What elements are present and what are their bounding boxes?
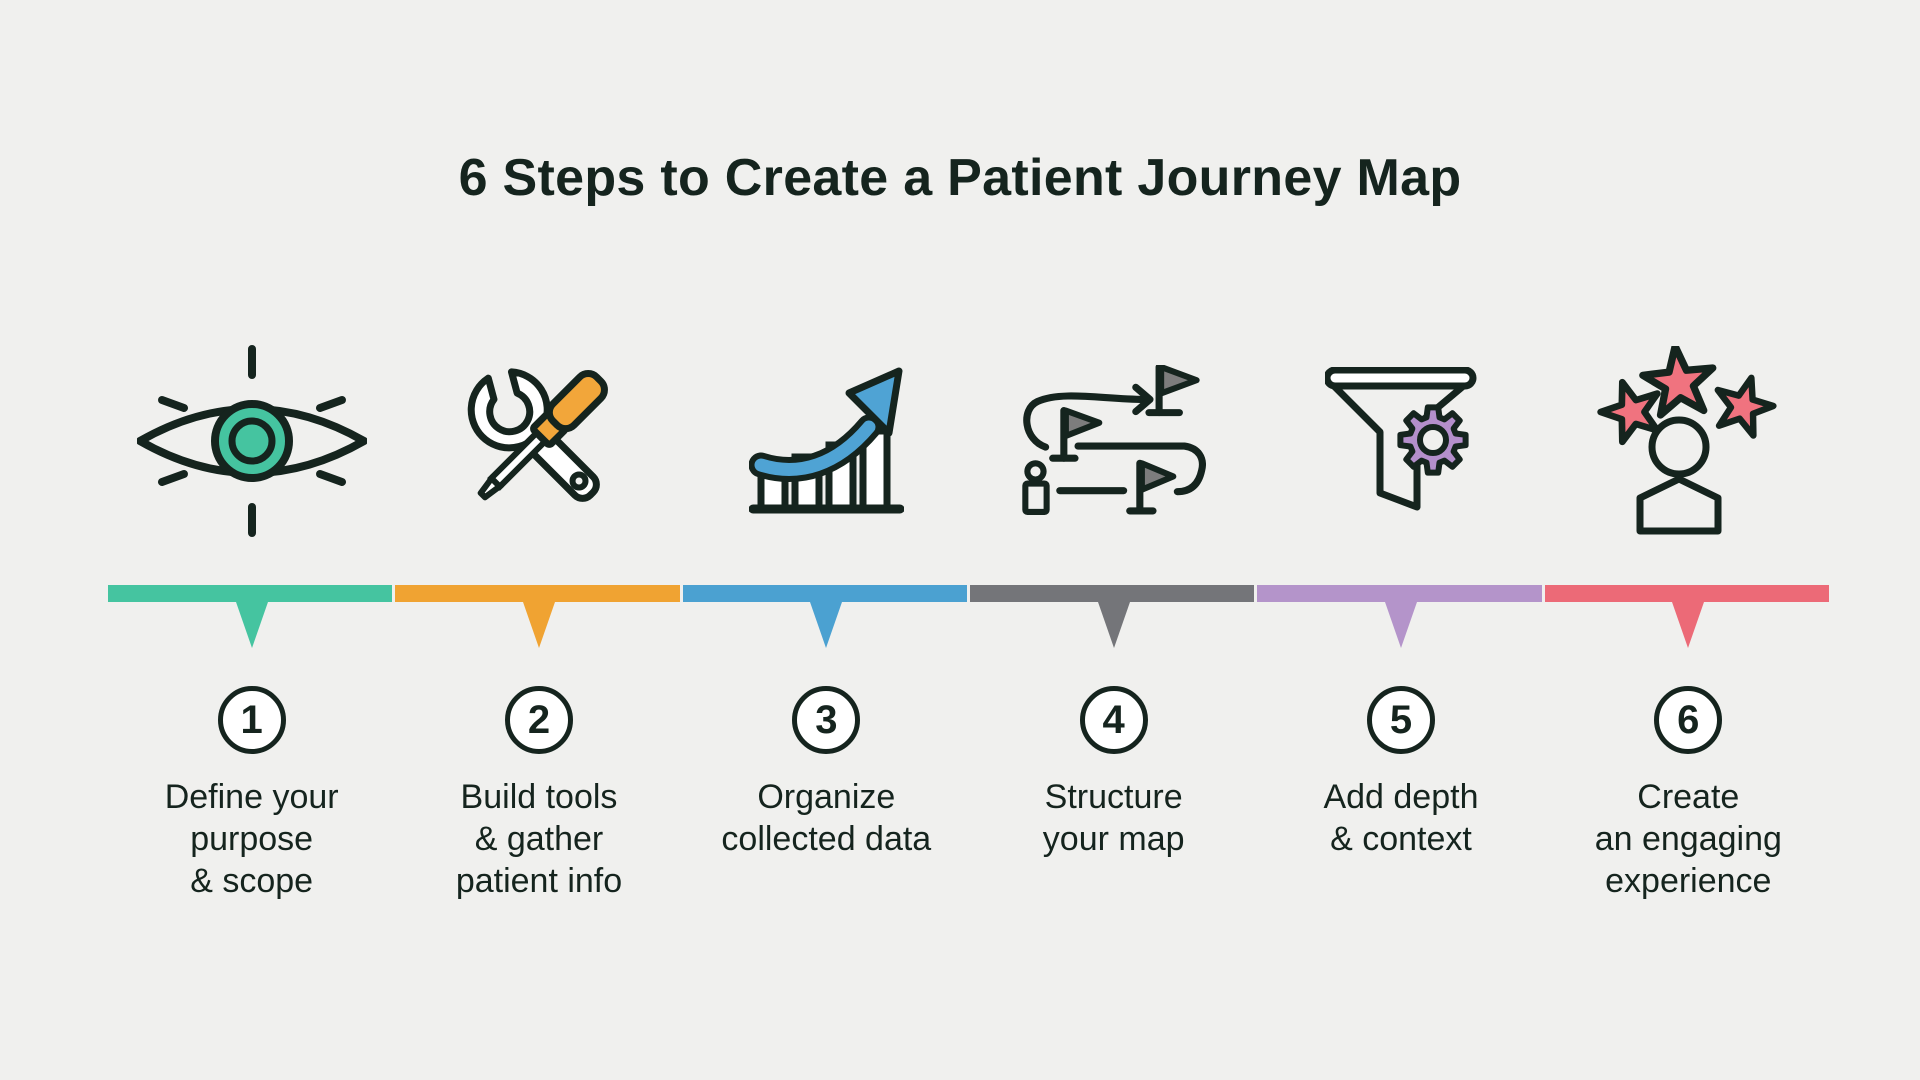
step-number-badge: 5 <box>1366 686 1435 754</box>
steps-row: 1 Define your purpose & scope <box>108 333 1832 902</box>
step-2-icon-wrap <box>395 333 682 548</box>
step-number-badge: 6 <box>1654 686 1723 754</box>
step-5: 5 Add depth & context <box>1257 333 1544 902</box>
timeline-pointer <box>1672 602 1705 648</box>
timeline-bar-segment <box>969 585 1255 602</box>
timeline-bar-segment <box>395 585 680 602</box>
step-6-icon-wrap <box>1545 333 1832 548</box>
step-number-badge: 3 <box>792 686 861 754</box>
step-label: Create an engaging experience <box>1594 778 1782 900</box>
funnel-gear-icon <box>1324 366 1477 510</box>
step-label: Add depth & context <box>1323 778 1479 858</box>
journey-flags-icon <box>1022 364 1207 515</box>
step-3: 3 Organize collected data <box>682 333 970 902</box>
step-1: 1 Define your purpose & scope <box>108 333 395 902</box>
step-5-icon-wrap <box>1257 333 1544 548</box>
person-stars-icon <box>1593 346 1783 534</box>
step-number-badge: 2 <box>504 686 573 754</box>
step-label: Build tools & gather patient info <box>455 778 623 900</box>
timeline-pointer <box>810 602 843 648</box>
step-number-badge: 4 <box>1079 686 1148 754</box>
step-label: Structure your map <box>1042 778 1185 858</box>
timeline-bar-segment <box>1257 585 1542 602</box>
timeline-bar-segment <box>108 585 393 602</box>
eye-icon <box>136 344 367 537</box>
step-1-icon-wrap <box>108 333 395 548</box>
step-4-icon-wrap <box>970 333 1257 548</box>
step-label: Organize collected data <box>721 778 932 858</box>
step-3-icon-wrap <box>683 333 970 548</box>
tools-icon <box>468 368 609 502</box>
step-label: Define your purpose & scope <box>164 778 339 900</box>
timeline-pointer <box>522 602 555 648</box>
growth-chart-icon <box>748 367 904 513</box>
timeline-pointer <box>235 602 268 648</box>
timeline-bar-segment <box>682 585 967 602</box>
page-title: 6 Steps to Create a Patient Journey Map <box>458 149 1462 207</box>
step-4: 4 Structure your map <box>969 333 1257 902</box>
step-2: 2 Build tools & gather patient info <box>395 333 682 902</box>
timeline-pointer <box>1384 602 1417 648</box>
step-number-badge: 1 <box>217 686 286 754</box>
timeline-pointer <box>1097 602 1130 648</box>
step-6: 6 Create an engaging experience <box>1544 333 1832 902</box>
timeline-bar-segment <box>1544 585 1829 602</box>
